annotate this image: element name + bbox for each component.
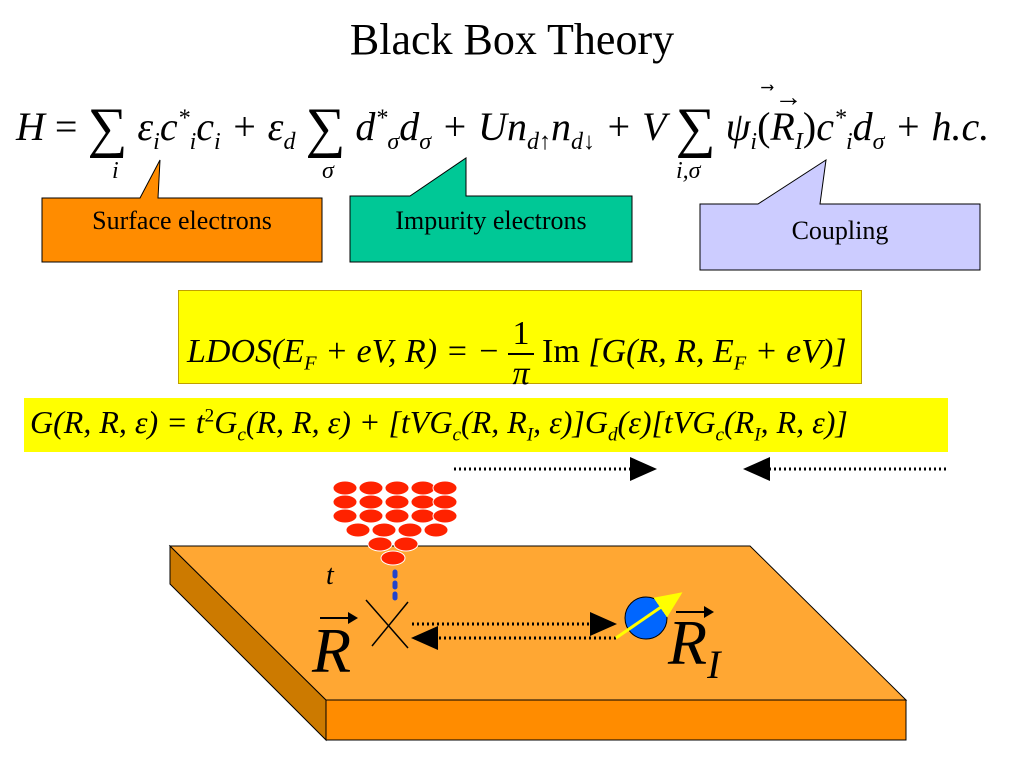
surface-electrons-label: Surface electrons: [92, 206, 272, 235]
ham-term5: + h.c.: [894, 104, 990, 149]
ham-term1-c-sub: i: [189, 129, 197, 155]
hamiltonian-equation: H = ∑ εic*ici + εd ∑ d*σdσ + Und↑nd↓ + V…: [16, 82, 990, 160]
ham-term3-n-sub: d↓: [570, 129, 595, 155]
slide-title: Black Box Theory: [349, 15, 675, 64]
green-part4: (R, R: [460, 404, 527, 440]
tip-label: t: [326, 560, 334, 591]
ham-term4-c: c: [816, 104, 834, 149]
green-part6-sub: c: [715, 424, 724, 446]
ham-term4-d: d: [852, 104, 873, 149]
sum-symbol-1: ∑: [87, 97, 128, 159]
position-cross-b: [371, 601, 409, 647]
ham-term4-R-wrap: ⃗→R: [770, 82, 802, 149]
ham-equals: =: [54, 104, 78, 149]
ham-term1-c2: c: [196, 104, 215, 149]
ldos-rhs-pre: [G(R, R, E: [588, 332, 734, 370]
ldos-lhs-sub: F: [304, 352, 317, 375]
ham-term2-d-sub: σ: [387, 129, 400, 155]
position-label: R: [312, 615, 352, 686]
green-part2: G: [214, 404, 238, 440]
ham-term3: + Un: [441, 104, 527, 149]
impurity-position-label: RI: [668, 606, 720, 688]
sum-symbol-2: ∑: [305, 97, 346, 159]
sum-sub-2: σ: [322, 158, 334, 184]
green-part3-sub: c: [452, 424, 461, 446]
ham-term4-pre: + V: [604, 104, 666, 149]
ham-term4-c-sup: *: [833, 105, 846, 132]
green-part7: (R: [724, 404, 755, 440]
ham-term2-d-sup: *: [375, 105, 388, 132]
ham-term2-d2-sub: σ: [419, 129, 432, 155]
ham-term2-pre-sub: d: [283, 129, 296, 155]
ham-term4-R-sub: I: [794, 129, 803, 155]
sum-sub-3: i,σ: [676, 158, 701, 184]
ldos-im: Im: [542, 332, 580, 370]
ldos-rhs-sub: F: [733, 352, 747, 375]
green-part6: (ε)[tVG: [617, 404, 716, 440]
green-part4-sub: I: [526, 424, 534, 446]
impurity-label-R: R: [668, 607, 708, 678]
vector-arrowhead-R: [348, 612, 358, 624]
ham-term4-R: R: [770, 104, 795, 149]
green-equation: G(R, R, ε) = t2Gc(R, R, ε) + [tVGc(R, RI…: [30, 404, 848, 446]
ham-term2-pre: + ε: [230, 104, 284, 149]
ham-term4-close: ): [802, 104, 817, 149]
ldos-rhs-post: + eV)]: [746, 332, 847, 370]
stm-tip-atoms: [332, 480, 458, 566]
green-part5-sub: d: [607, 424, 618, 446]
ham-term1-c-sup: *: [177, 105, 190, 132]
green-part5: , ε)]G: [533, 404, 608, 440]
coupling-label: Coupling: [791, 216, 889, 245]
ham-term4-open: (: [757, 104, 771, 149]
ham-term2-d2: d: [399, 104, 420, 149]
ham-term4-psi: ψ: [725, 104, 751, 149]
vector-arrowhead-RI: [704, 606, 714, 618]
ham-term1-sub: i: [153, 129, 160, 155]
green-part3: (R, R, ε) + [tVG: [245, 404, 453, 440]
green-function-box: G(R, R, ε) = t2Gc(R, R, ε) + [tVGc(R, RI…: [24, 398, 948, 452]
ham-H: H: [16, 104, 45, 149]
ham-term3-sub: d↑: [526, 129, 551, 155]
sum-symbol-3: ∑: [675, 97, 716, 159]
green-part7-sub: I: [754, 424, 761, 446]
position-cross-a: [365, 599, 409, 649]
spin-arrow: [615, 592, 683, 640]
impurity-label-sub: I: [707, 641, 721, 687]
ham-term1: ε: [137, 104, 154, 149]
ham-term4-d-sub: σ: [872, 129, 885, 155]
ldos-frac-den: π: [512, 355, 530, 392]
ldos-lhs: LDOS(E: [187, 332, 305, 370]
impurity-electrons-label: Impurity electrons: [395, 206, 587, 235]
slab-front: [325, 699, 907, 741]
vector-arrow: ⃗→: [774, 82, 803, 113]
green-part2-sub: c: [237, 424, 246, 446]
green-part1-sup: 2: [204, 405, 215, 427]
ham-term4-psi-sub: i: [750, 129, 758, 155]
ham-term4-c-sub: i: [845, 129, 853, 155]
ldos-lhs-rest: + eV, R) = −: [316, 332, 500, 370]
green-part1: G(R, R, ε) = t: [30, 404, 205, 440]
ham-term3-n: n: [550, 104, 571, 149]
ldos-frac-num: 1: [508, 315, 534, 355]
ham-term1-c2-sub: i: [214, 129, 221, 155]
ham-term2-d: d: [355, 104, 376, 149]
green-part8: , R, ε)]: [760, 404, 848, 440]
ham-term1-c: c: [159, 104, 178, 149]
